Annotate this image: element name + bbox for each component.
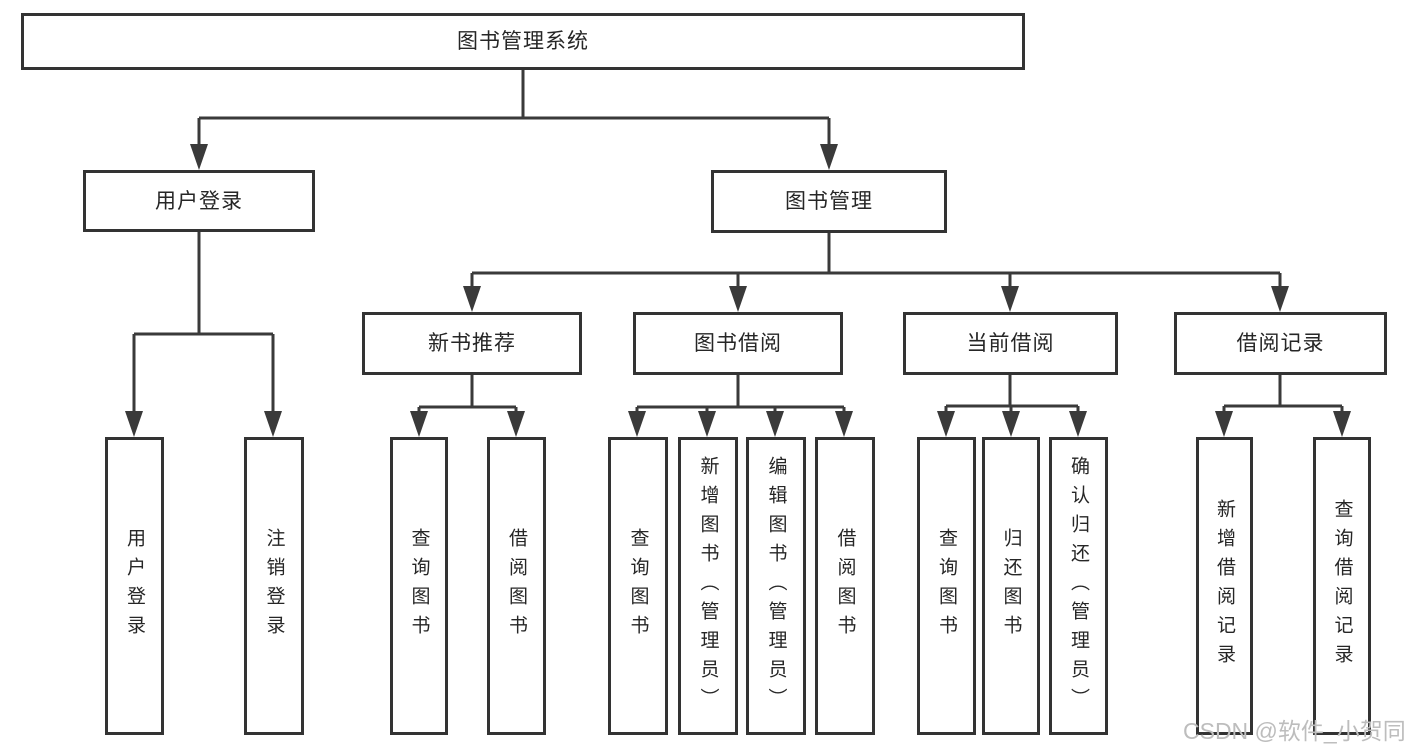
leaf-current-confirm-return-admin: 确认归还（管理员） — [1049, 437, 1108, 735]
node-new-book-recommend: 新书推荐 — [362, 312, 582, 375]
leaf-borrowing-query-books: 查询图书 — [608, 437, 668, 735]
leaf-recommend-query-books: 查询图书 — [390, 437, 448, 735]
node-user-login-module: 用户登录 — [83, 170, 315, 232]
leaf-logout: 注销登录 — [244, 437, 304, 735]
leaf-recommend-borrow-books: 借阅图书 — [487, 437, 546, 735]
leaf-current-return-books: 归还图书 — [982, 437, 1040, 735]
node-current-borrowing: 当前借阅 — [903, 312, 1118, 375]
leaf-borrowing-edit-books-admin: 编辑图书（管理员） — [746, 437, 806, 735]
arrowheads — [125, 144, 1351, 437]
csdn-watermark: CSDN @软件_小贺同学 — [1183, 718, 1405, 744]
leaf-current-query-books: 查询图书 — [917, 437, 976, 735]
node-borrowing-records: 借阅记录 — [1174, 312, 1387, 375]
node-book-management-module: 图书管理 — [711, 170, 947, 233]
leaf-records-add-record: 新增借阅记录 — [1196, 437, 1253, 735]
leaf-borrowing-add-books-admin: 新增图书（管理员） — [678, 437, 738, 735]
leaf-records-query-record: 查询借阅记录 — [1313, 437, 1371, 735]
leaf-user-login: 用户登录 — [105, 437, 164, 735]
node-book-borrowing: 图书借阅 — [633, 312, 843, 375]
leaf-borrowing-borrow-books: 借阅图书 — [815, 437, 875, 735]
node-root-system: 图书管理系统 — [21, 13, 1025, 70]
tree-edges — [132, 70, 1344, 413]
